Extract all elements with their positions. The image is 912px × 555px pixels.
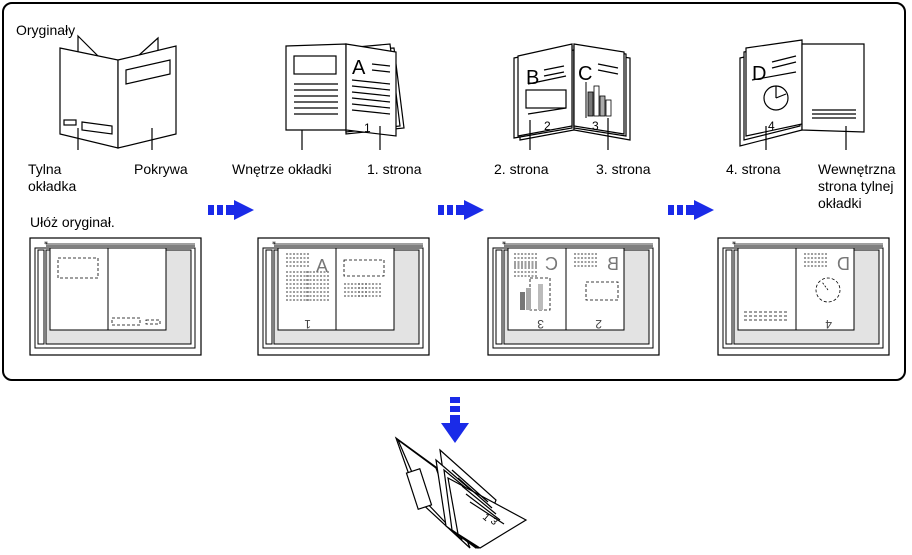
arrow-down-icon xyxy=(441,397,469,443)
scanner-glass-icon xyxy=(257,237,430,356)
bar-chart-icon xyxy=(585,82,612,118)
dotted-arrow-right-icon xyxy=(668,200,714,220)
glyph-1-top: 1 xyxy=(364,121,371,135)
label-page4: 4. strona xyxy=(726,161,781,177)
glyph-3-mirror: 3 xyxy=(537,317,544,331)
label-originals: Oryginały xyxy=(16,22,76,38)
glyph-c-top: C xyxy=(578,63,592,85)
glyph-a-top: A xyxy=(352,57,366,79)
glyph-4-top: 4 xyxy=(768,119,775,133)
booklet-outer-icon xyxy=(59,34,177,150)
label-place-original: Ułóż oryginał. xyxy=(30,214,115,230)
label-page3: 3. strona xyxy=(596,161,651,177)
label-back-cover: Tylna okładka xyxy=(28,161,77,194)
label-inside-back-cover: Wewnętrzna strona tylnej okładki xyxy=(818,161,896,211)
scanner-glass-icon xyxy=(29,237,202,356)
glyph-a-mirror: A xyxy=(316,256,328,276)
glyph-3-bottom: 3 xyxy=(488,516,500,528)
instruction-panel xyxy=(2,2,906,381)
booklet-open-page4-icon xyxy=(739,39,865,150)
scanner-glass-icon xyxy=(487,237,660,356)
glyph-1-mirror: 1 xyxy=(304,317,311,331)
glyph-d-mirror: D xyxy=(837,254,850,274)
dotted-arrow-right-icon xyxy=(438,200,484,220)
label-page2: 2. strona xyxy=(494,161,549,177)
glyph-3-top: 3 xyxy=(592,119,599,133)
label-page1: 1. strona xyxy=(367,161,422,177)
glyph-c-mirror: C xyxy=(545,254,558,274)
glyph-2-mirror: 2 xyxy=(595,317,602,331)
glyph-4-mirror: 4 xyxy=(825,317,832,331)
booklet-open-page1-icon xyxy=(285,43,405,150)
label-cover: Pokrywa xyxy=(134,161,188,177)
glyph-1-bottom: 1 xyxy=(480,512,492,524)
label-inside-cover: Wnętrze okładki xyxy=(232,161,332,177)
glyph-2-top: 2 xyxy=(544,119,551,133)
booklet-icon xyxy=(394,436,528,550)
glyph-b-mirror: B xyxy=(607,254,619,274)
booklet-open-page2-3-icon xyxy=(513,43,631,150)
glyph-d-top: D xyxy=(752,63,766,85)
scanner-glass-icon xyxy=(717,237,890,356)
glyph-b-top: B xyxy=(526,67,539,89)
dotted-arrow-right-icon xyxy=(208,200,254,220)
